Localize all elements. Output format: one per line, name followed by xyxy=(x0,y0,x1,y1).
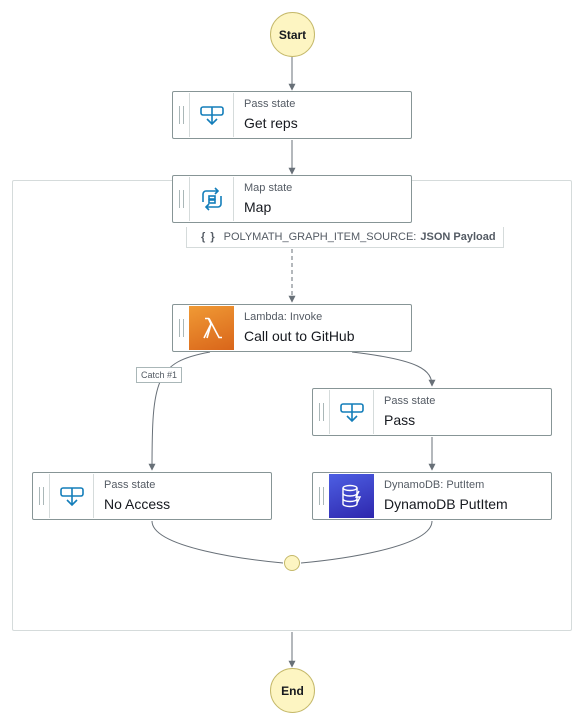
item-source-key: POLYMATH_GRAPH_ITEM_SOURCE: xyxy=(223,231,417,243)
state-name: Pass xyxy=(384,412,416,428)
pass-state-icon xyxy=(329,390,374,434)
state-type-label: Pass state xyxy=(104,479,156,491)
drag-handle[interactable] xyxy=(313,473,329,519)
state-map[interactable]: Map state Map xyxy=(172,175,412,223)
state-pass[interactable]: Pass state Pass xyxy=(312,388,552,436)
drag-handle[interactable] xyxy=(173,176,189,222)
start-node[interactable]: Start xyxy=(270,12,315,57)
pass-state-icon xyxy=(49,474,94,518)
braces-icon: { } xyxy=(201,231,216,243)
drag-handle[interactable] xyxy=(173,305,189,351)
drag-handle[interactable] xyxy=(173,92,189,138)
state-name: DynamoDB PutItem xyxy=(384,496,508,512)
lambda-icon xyxy=(189,306,234,350)
state-type-label: DynamoDB: PutItem xyxy=(384,479,485,491)
join-node xyxy=(284,555,300,571)
catch-label[interactable]: Catch #1 xyxy=(136,367,183,383)
state-name: Map xyxy=(244,199,272,215)
state-call-out-to-github[interactable]: Lambda: Invoke Call out to GitHub xyxy=(172,304,412,352)
state-type-label: Map state xyxy=(244,182,293,194)
state-no-access[interactable]: Pass state No Access xyxy=(32,472,272,520)
pass-state-icon xyxy=(189,93,234,137)
dynamodb-icon xyxy=(329,474,374,518)
drag-handle[interactable] xyxy=(33,473,49,519)
state-name: Get reps xyxy=(244,115,298,131)
edge-call-github-to-pass xyxy=(351,351,436,387)
start-label: Start xyxy=(278,27,307,42)
state-type-label: Pass state xyxy=(244,98,296,110)
item-source-value: JSON Payload xyxy=(420,231,496,243)
end-node[interactable]: End xyxy=(270,668,315,713)
drag-handle[interactable] xyxy=(313,389,329,435)
state-type-label: Pass state xyxy=(384,395,436,407)
state-dynamodb-putitem[interactable]: DynamoDB: PutItem DynamoDB PutItem xyxy=(312,472,552,520)
end-label: End xyxy=(281,683,304,698)
edge-no-access-to-join xyxy=(151,520,284,564)
state-name: Call out to GitHub xyxy=(244,328,355,344)
item-source-label: { } POLYMATH_GRAPH_ITEM_SOURCE: JSON Pay… xyxy=(186,227,504,248)
edge-dynamodb-to-join xyxy=(300,520,433,564)
state-type-label: Lambda: Invoke xyxy=(244,311,323,323)
map-state-icon xyxy=(189,177,234,221)
state-name: No Access xyxy=(104,496,171,512)
state-get-reps[interactable]: Pass state Get reps xyxy=(172,91,412,139)
